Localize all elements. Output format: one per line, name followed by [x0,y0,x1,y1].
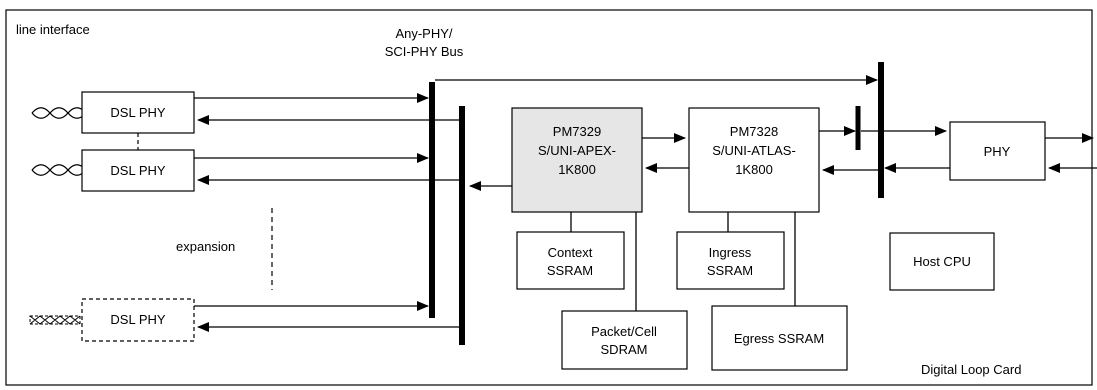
apex-label-line3: 1K800 [558,162,596,177]
atlas-label-line2: S/UNI-ATLAS- [712,143,796,158]
twisted-pair-icon [31,107,87,119]
digital-loop-card-label: Digital Loop Card [921,362,1021,377]
dsl-phy-label: DSL PHY [110,163,165,178]
apex-label-line1: PM7329 [553,124,601,139]
atlas-label-line1: PM7328 [730,124,778,139]
line-interface-label: line interface [16,22,90,37]
twisted-pair-icon [31,107,87,119]
bus-label-line2: SCI-PHY Bus [385,44,464,59]
bus-label-line1: Any-PHY/ [395,26,452,41]
host-cpu-box [889,232,995,291]
packet-cell-sdram-label-line1: Packet/Cell [591,324,657,339]
context-ssram-box [516,231,625,290]
packet-cell-sdram-box [561,310,688,370]
context-ssram-label-line1: Context [548,245,593,260]
twisted-pair-icon [31,164,87,176]
egress-ssram-label: Egress SSRAM [734,331,824,346]
phy-box [949,121,1046,181]
context-ssram-label-line2: SSRAM [547,263,593,278]
card-frame [5,9,1093,386]
egress-ssram-box [711,305,848,371]
ingress-ssram-label-line2: SSRAM [707,263,753,278]
phy-label: PHY [984,144,1011,159]
atlas-label-line3: 1K800 [735,162,773,177]
dsl-phy-box [81,149,195,192]
packet-cell-sdram-label-line2: SDRAM [601,342,648,357]
ingress-ssram-box [676,231,785,290]
atlas-chip-box [688,107,820,213]
dsl-phy-label: DSL PHY [110,312,165,327]
expansion-label: expansion [176,239,235,254]
dsl-phy-label: DSL PHY [110,105,165,120]
dsl-phy-box [81,91,195,134]
apex-chip-box [511,107,643,213]
twisted-pair-icon [31,164,87,176]
twisted-pair-icon [29,315,81,325]
ingress-ssram-label-line1: Ingress [709,245,752,260]
host-cpu-label: Host CPU [913,254,971,269]
apex-label-line2: S/UNI-APEX- [538,143,616,158]
dsl-phy-box-expansion [81,298,195,342]
